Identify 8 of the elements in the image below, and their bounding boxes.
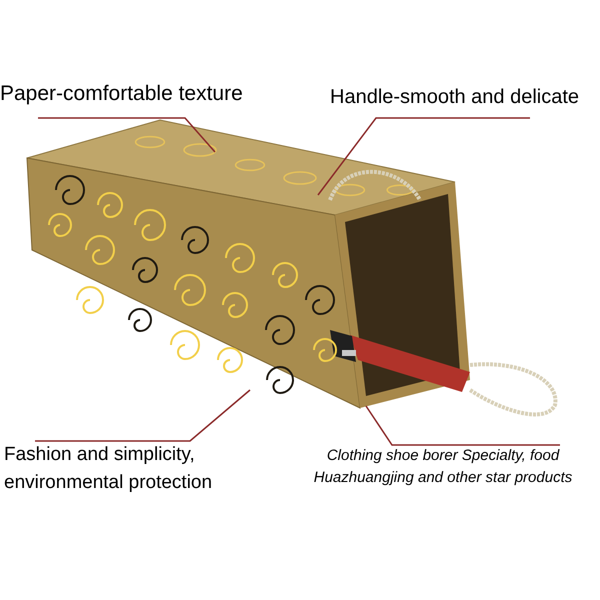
callout-text: Clothing shoe borer Specialty, food Huazhuangjing and other star products [312,446,574,488]
leader-line [317,117,530,196]
callout-text: Handle-smooth and delicate [330,85,580,110]
callout-text: Paper-comfortable texture [0,81,243,107]
callout-text: Fashion and simplicity, environmental protection [4,443,214,495]
leader-line [365,406,560,446]
leader-line [35,389,250,442]
leader-line [38,117,216,152]
